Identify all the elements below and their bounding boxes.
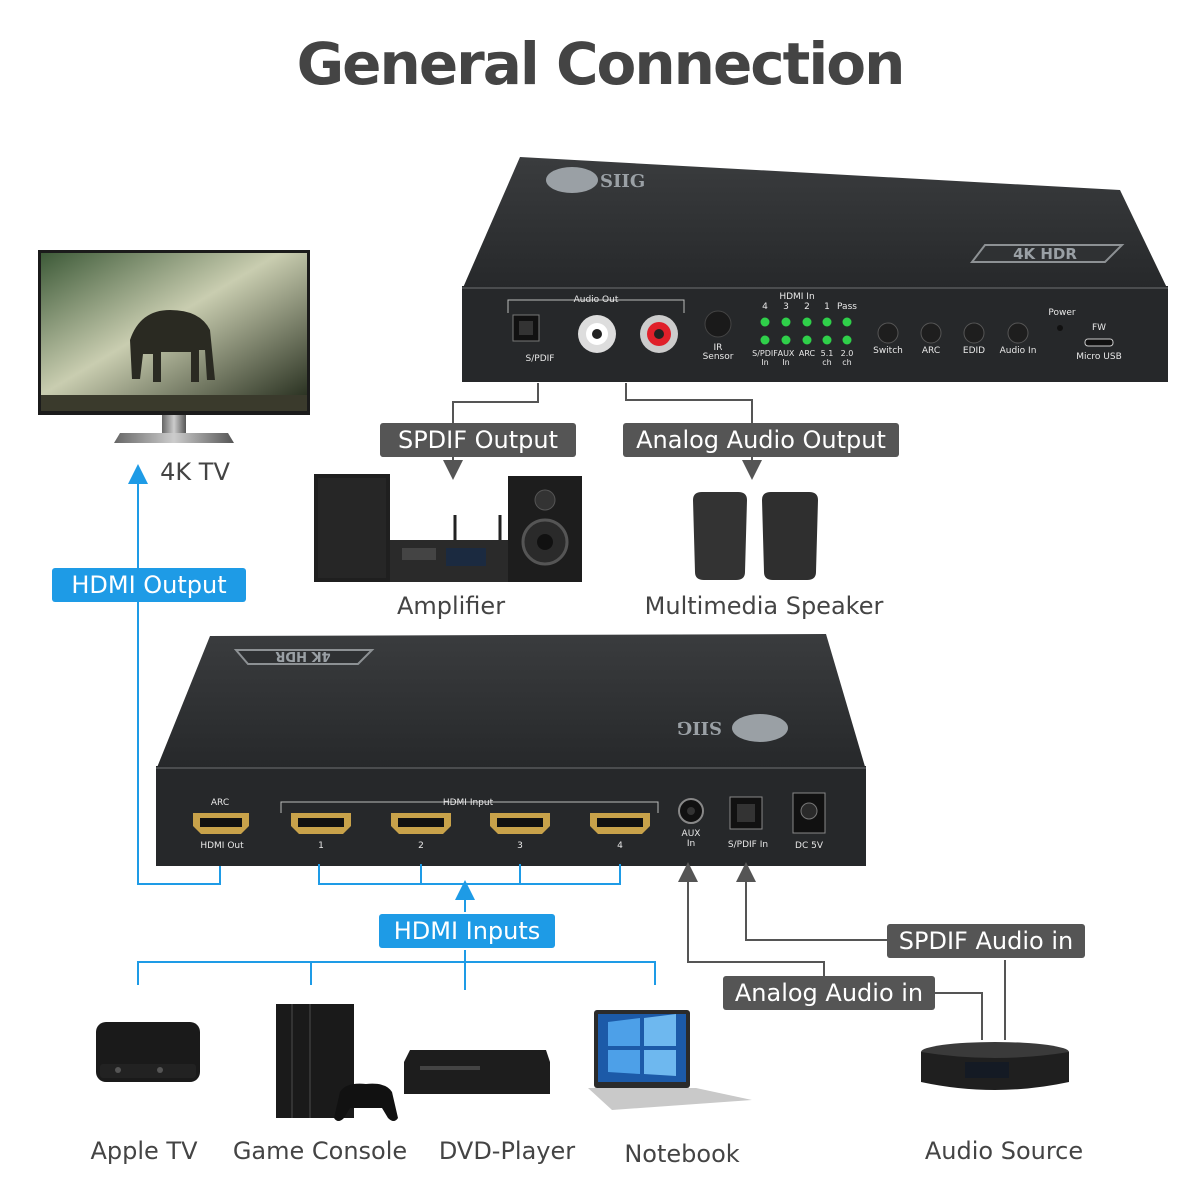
analog-audio-in-label: Analog Audio in <box>723 976 935 1010</box>
hdmi-output-label: HDMI Output <box>52 568 246 602</box>
led-function-sublabel: In <box>782 358 789 367</box>
panel-button-label: Audio In <box>1000 346 1037 356</box>
amplifier-image <box>314 474 582 582</box>
apple-tv-image <box>96 1022 200 1082</box>
led-function-sublabel: ch <box>842 358 851 367</box>
micro-usb-label: Micro USB <box>1076 352 1122 362</box>
audio-out-label: Audio Out <box>574 295 619 305</box>
led-number-label: 3 <box>783 302 789 312</box>
badge-4k-hdr-bottom: 4K HDR <box>275 648 330 663</box>
status-led <box>760 335 770 345</box>
panel-button <box>920 322 942 344</box>
speaker-image <box>693 492 818 580</box>
hdmi-in-label: HDMI In <box>779 292 814 302</box>
apple-tv-caption: Apple TV <box>90 1137 198 1165</box>
status-led <box>760 317 770 327</box>
hdmi-port-number: 2 <box>418 841 424 851</box>
spdif-label: S/PDIF <box>526 354 555 364</box>
aux-label-2: In <box>687 839 695 849</box>
ir-label-2: Sensor <box>703 352 734 362</box>
dvd-player-caption: DVD-Player <box>438 1137 576 1165</box>
spdif-audio-in-arrow <box>736 862 887 941</box>
panel-button-label: EDID <box>963 346 985 356</box>
hdmi-inputs-label: HDMI Inputs <box>379 914 555 948</box>
led-number-label: 4 <box>762 302 768 312</box>
status-led <box>822 335 832 345</box>
badge-4k-hdr-top: 4K HDR <box>1013 245 1077 263</box>
panel-button <box>963 322 985 344</box>
front-panel-device: SIIG 4K HDR Audio Out S/PDIF IR Sensor H… <box>462 157 1168 382</box>
led-function-label: 5.1 <box>821 349 834 358</box>
aux-label-1: AUX <box>682 829 701 839</box>
ir-label-1: IR <box>714 343 723 353</box>
speaker-caption: Multimedia Speaker <box>644 592 884 620</box>
analog-audio-in-arrow <box>678 862 825 978</box>
led-function-sublabel: In <box>761 358 768 367</box>
spdif-in-label: S/PDIF In <box>728 840 768 850</box>
tv-caption: 4K TV <box>160 458 230 486</box>
led-number-label: 1 <box>824 302 830 312</box>
led-number-label: Pass <box>837 302 857 312</box>
status-led <box>842 317 852 327</box>
hdmi-out-label: HDMI Out <box>200 841 244 851</box>
led-function-label: ARC <box>799 349 816 358</box>
status-led <box>781 335 791 345</box>
status-led <box>781 317 791 327</box>
panel-button <box>1007 322 1029 344</box>
panel-button-label: Switch <box>873 346 903 356</box>
page-title: General Connection <box>296 30 906 98</box>
hdmi-port-number: 4 <box>617 841 623 851</box>
game-console-caption: Game Console <box>232 1137 408 1165</box>
arc-label: ARC <box>211 798 229 808</box>
panel-button <box>877 322 899 344</box>
dvd-player-image <box>404 1050 550 1094</box>
game-console-image <box>276 1004 398 1121</box>
fw-label: FW <box>1092 323 1106 333</box>
dc-label: DC 5V <box>795 841 824 851</box>
spdif-output-label: SPDIF Output <box>380 423 576 457</box>
hdmi-port-number: 1 <box>318 841 324 851</box>
led-function-label: AUX <box>778 349 795 358</box>
led-function-label: S/PDIF <box>752 349 778 358</box>
audio-source-image <box>921 1042 1069 1090</box>
notebook-caption: Notebook <box>624 1140 740 1168</box>
analog-audio-output-label: Analog Audio Output <box>623 423 899 457</box>
back-panel-device: 4K HDR SIIG ARC HDMI Out HDMI Input 1 2 3 4… <box>156 634 866 866</box>
notebook-image <box>588 1010 752 1110</box>
status-led <box>802 317 812 327</box>
spdif-audio-in-label: SPDIF Audio in <box>887 924 1085 958</box>
power-label: Power <box>1048 308 1076 318</box>
led-number-label: 2 <box>804 302 810 312</box>
hdmi-output-arrow <box>128 464 221 885</box>
audio-source-caption: Audio Source <box>924 1137 1084 1165</box>
siig-logo-bottom: SIIG <box>677 717 722 738</box>
hdmi-input-label: HDMI Input <box>443 798 494 808</box>
led-function-label: 2.0 <box>841 349 854 358</box>
status-led <box>842 335 852 345</box>
tv-image <box>38 250 310 443</box>
status-led <box>802 335 812 345</box>
siig-logo-top: SIIG <box>600 171 645 192</box>
hdmi-port-number: 3 <box>517 841 523 851</box>
amplifier-caption: Amplifier <box>396 592 506 620</box>
panel-button-label: ARC <box>922 346 940 356</box>
led-function-sublabel: ch <box>822 358 831 367</box>
status-led <box>822 317 832 327</box>
